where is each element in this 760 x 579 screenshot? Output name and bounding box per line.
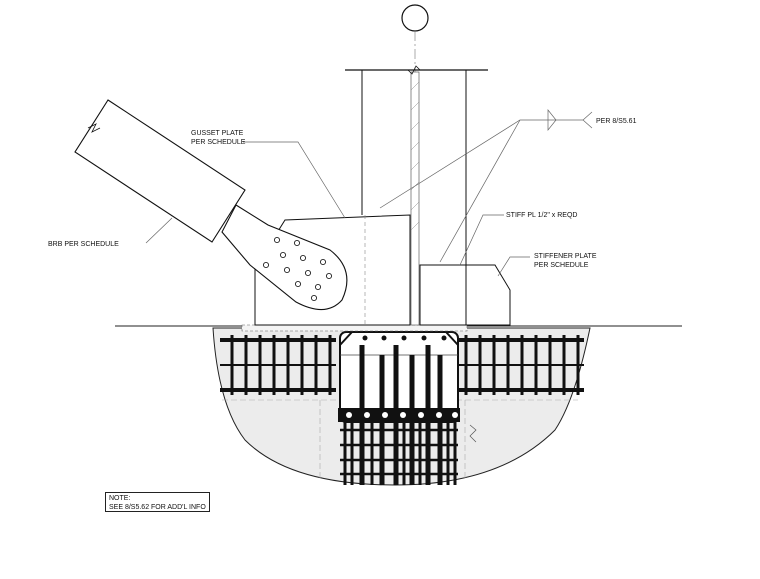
note-text: SEE 8/S5.62 FOR ADD'L INFO — [109, 504, 206, 511]
stiffener-plate-label-line2: PER SCHEDULE — [534, 262, 589, 269]
note-heading: NOTE: — [109, 495, 131, 502]
gusset-plate-label-line1: GUSSET PLATE — [191, 130, 244, 137]
pier-rebar-cage — [338, 331, 460, 485]
leader-lines — [145, 119, 548, 277]
weld-symbol — [547, 109, 593, 131]
brb-label: BRB PER SCHEDULE — [48, 241, 119, 248]
gusset-plate-label-line2: PER SCHEDULE — [191, 139, 246, 146]
stiffener-plate-label-line1: STIFFENER PLATE — [534, 253, 597, 260]
stiffener-plate — [419, 264, 511, 326]
steel-column — [345, 65, 488, 326]
per-detail-label: PER 8/S5.61 — [596, 118, 637, 125]
stiff-pl-label: STIFF PL 1/2" x REQD — [506, 212, 577, 219]
base-plate — [241, 324, 468, 332]
brb-brace — [74, 99, 348, 311]
right-rebar-mat — [458, 335, 584, 395]
left-rebar-mat — [220, 335, 336, 395]
note-box: NOTE: SEE 8/S5.62 FOR ADD'L INFO — [105, 492, 210, 512]
